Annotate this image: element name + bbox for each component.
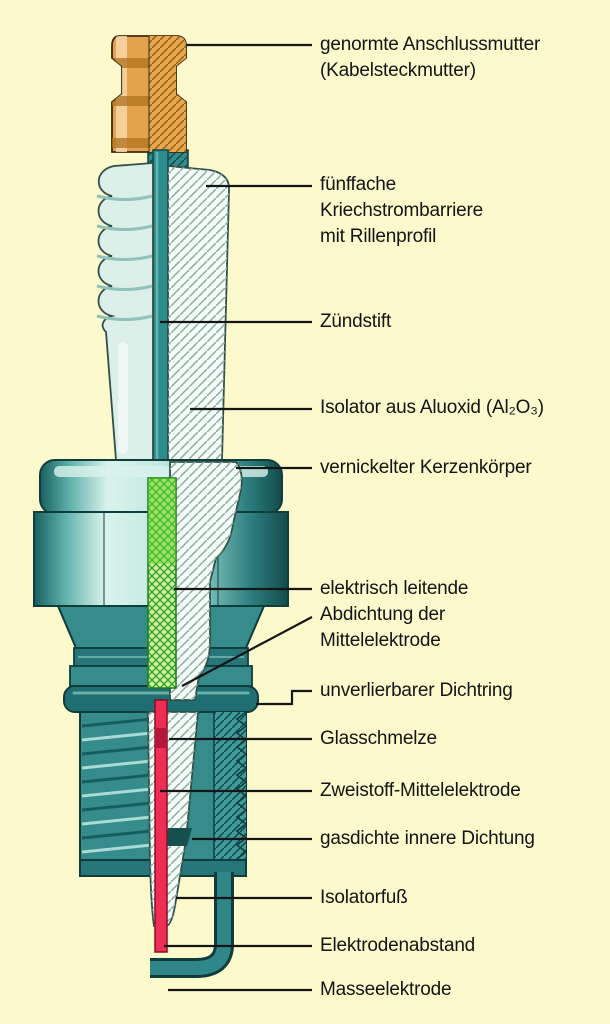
label-kriechstrombarriere: fünffache Kriechstrombarriere mit Rillen… <box>320 174 484 247</box>
label-dichtring: unverlierbarer Dichtring <box>320 680 513 701</box>
label-isolatorfuss: Isolatorfuß <box>320 887 408 908</box>
connector-nut <box>111 35 187 153</box>
label-innere-dichtung: gasdichte innere Dichtung <box>320 828 535 849</box>
label-zuendstift: Zündstift <box>320 311 392 332</box>
label-abdichtung: elektrisch leitende Abdichtung der Mitte… <box>320 578 469 651</box>
label-kerzenkoerper: vernickelter Kerzenkörper <box>320 457 532 478</box>
insulator-ribs <box>96 162 154 461</box>
ground-electrode <box>150 872 234 978</box>
label-mittelelektrode: Zweistoff-Mittelelektrode <box>320 780 521 801</box>
insulator-seat <box>169 461 243 701</box>
center-pin <box>152 149 169 481</box>
label-elektrodenabstand: Elektrodenabstand <box>320 935 476 956</box>
label-isolator: Isolator aus Aluoxid (Al₂O₃) <box>320 397 544 418</box>
leader-dichtring <box>256 689 312 706</box>
inner-gasket <box>164 828 192 846</box>
glass-melt <box>155 728 167 748</box>
label-anschlussmutter: genormte Anschlussmutter (Kabelsteckmutt… <box>320 34 541 81</box>
insulator-section <box>167 165 230 461</box>
center-electrode <box>154 699 168 953</box>
conductive-glass-seal <box>147 477 177 689</box>
leader-abdichtung-bottom <box>181 616 313 687</box>
leader-lines <box>160 43 313 992</box>
label-glasschmelze: Glasschmelze <box>320 728 437 749</box>
label-masseelektrode: Masseelektrode <box>320 979 452 1000</box>
